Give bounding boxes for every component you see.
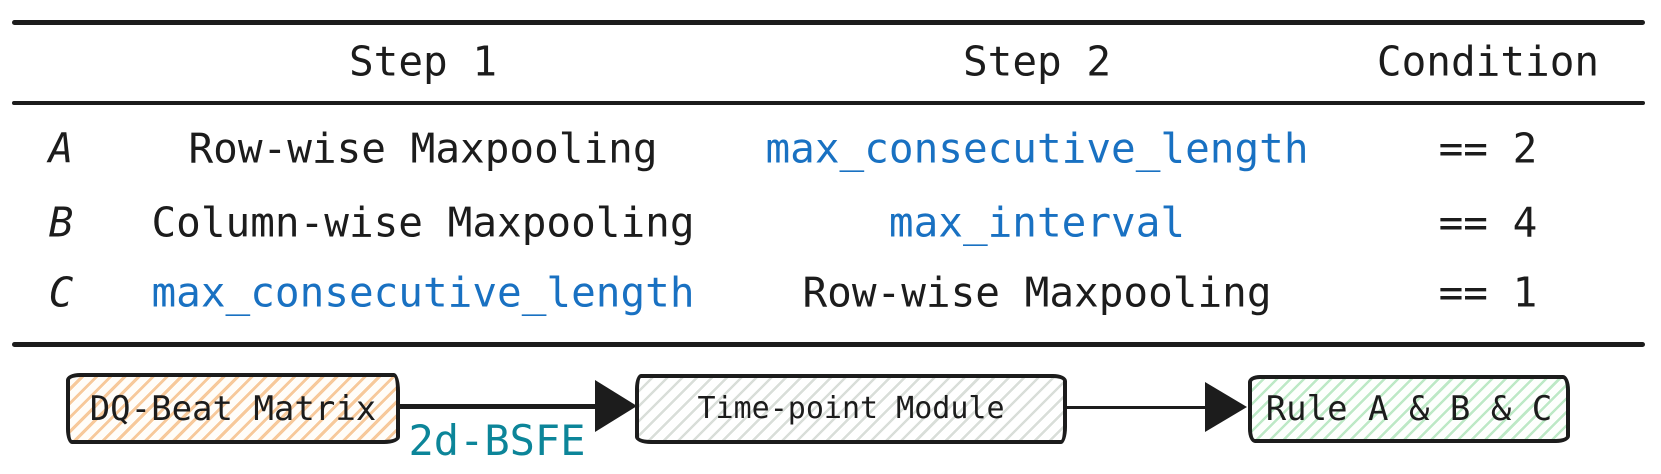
- node-dq-beat-matrix: DQ-Beat Matrix: [66, 373, 400, 444]
- row-b-condition: == 4: [1438, 198, 1538, 247]
- header-step2: Step 2: [962, 37, 1112, 86]
- row-a-step1: Row-wise Maxpooling: [188, 124, 658, 173]
- row-a-condition: == 2: [1438, 124, 1538, 173]
- flow-arrow-1-line: [397, 404, 597, 409]
- row-a-step2: max_consecutive_length: [765, 124, 1309, 173]
- header-condition: Condition: [1376, 37, 1600, 86]
- row-c-condition: == 1: [1438, 268, 1538, 317]
- flow-arrow-2-arrowhead-icon: [1205, 382, 1247, 432]
- row-c-step1: max_consecutive_length: [151, 268, 695, 317]
- row-a-label: A: [48, 124, 74, 173]
- table-header-rule: [12, 101, 1645, 105]
- row-b-step1: Column-wise Maxpooling: [151, 198, 695, 247]
- flow-arrow-2-line: [1065, 406, 1207, 409]
- row-b-step2: max_interval: [888, 198, 1186, 247]
- node-rule-a-b-c-label: Rule A & B & C: [1265, 389, 1553, 429]
- node-time-point-module-label: Time-point Module: [697, 391, 1005, 426]
- header-step1: Step 1: [348, 37, 498, 86]
- row-c-step2: Row-wise Maxpooling: [802, 268, 1272, 317]
- row-c-label: C: [48, 268, 74, 317]
- flow-arrow-1-arrowhead-icon: [595, 380, 637, 432]
- table-bottom-rule: [12, 342, 1645, 347]
- node-dq-beat-matrix-label: DQ-Beat Matrix: [89, 388, 377, 429]
- node-time-point-module: Time-point Module: [635, 374, 1067, 444]
- flow-arrow-1-label: 2d-BSFE: [408, 416, 586, 465]
- node-rule-a-b-c: Rule A & B & C: [1248, 375, 1570, 443]
- row-b-label: B: [48, 198, 74, 247]
- table-top-rule: [12, 20, 1645, 25]
